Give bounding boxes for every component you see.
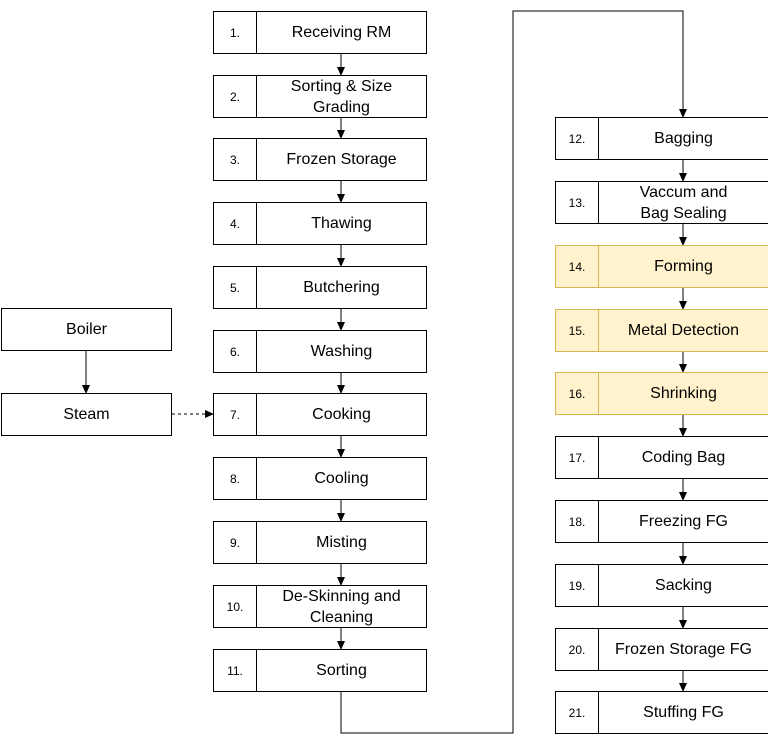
step-label: Metal Detection [627, 322, 740, 339]
step-number: 15. [556, 310, 599, 351]
step-label: Frozen Storage FG [615, 641, 752, 658]
step-number: 3. [214, 139, 257, 180]
process-step: 3. Frozen Storage [213, 138, 427, 181]
step-label: Butchering [303, 279, 380, 296]
process-step: 9. Misting [213, 521, 427, 564]
step-label: Freezing FG [639, 513, 728, 530]
process-step: 7. Cooking [213, 393, 427, 436]
process-step: 6. Washing [213, 330, 427, 373]
step-number: 8. [214, 458, 257, 499]
step-number: 2. [214, 76, 257, 117]
step-number: 5. [214, 267, 257, 308]
step-number: 12. [556, 118, 599, 159]
step-label: Shrinking [650, 385, 717, 402]
step-label: Cooking [312, 406, 371, 423]
step-label: Cooling [314, 470, 369, 487]
step-label: Bagging [654, 130, 713, 147]
step-number: 20. [556, 629, 599, 670]
process-step: 8. Cooling [213, 457, 427, 500]
step-number: 13. [556, 182, 599, 223]
column-connector [340, 10, 687, 734]
process-step: 18. Freezing FG [555, 500, 768, 543]
step-number: 21. [556, 692, 599, 733]
process-step: 20. Frozen Storage FG [555, 628, 768, 671]
step-label: De-Skinning and Cleaning [282, 587, 401, 626]
step-label: Washing [310, 343, 373, 360]
step-number: 9. [214, 522, 257, 563]
step-label: Receiving RM [291, 24, 392, 41]
process-step: 1. Receiving RM [213, 11, 427, 54]
step-number: 7. [214, 394, 257, 435]
step-number: 16. [556, 373, 599, 414]
process-step: 10. De-Skinning and Cleaning [213, 585, 427, 628]
step-number: 11. [214, 650, 257, 691]
process-step: 4. Thawing [213, 202, 427, 245]
process-step: 2. Sorting & Size Grading [213, 75, 427, 118]
process-step: 11. Sorting [213, 649, 427, 692]
steam-label: Steam [63, 405, 110, 423]
step-label: Stuffing FG [643, 704, 724, 721]
step-label: Sacking [655, 577, 712, 594]
step-label: Sorting & Size Grading [290, 77, 393, 116]
process-step: 14. Forming [555, 245, 768, 288]
step-number: 18. [556, 501, 599, 542]
step-number: 19. [556, 565, 599, 606]
step-label: Vaccum and Bag Sealing [639, 183, 728, 222]
step-number: 17. [556, 437, 599, 478]
step-number: 10. [214, 586, 257, 627]
step-label: Sorting [316, 662, 367, 679]
step-number: 4. [214, 203, 257, 244]
boiler-box: Boiler [1, 308, 172, 351]
process-step: 5. Butchering [213, 266, 427, 309]
process-step: 16. Shrinking [555, 372, 768, 415]
step-number: 6. [214, 331, 257, 372]
step-label: Forming [654, 258, 713, 275]
process-step: 13. Vaccum and Bag Sealing [555, 181, 768, 224]
process-step: 21. Stuffing FG [555, 691, 768, 734]
step-label: Coding Bag [641, 449, 726, 466]
steam-box: Steam [1, 393, 172, 436]
step-label: Frozen Storage [286, 151, 397, 168]
step-number: 1. [214, 12, 257, 53]
step-label: Misting [316, 534, 367, 551]
boiler-label: Boiler [66, 320, 107, 338]
process-step: 17. Coding Bag [555, 436, 768, 479]
process-step: 19. Sacking [555, 564, 768, 607]
step-label: Thawing [311, 215, 372, 232]
process-step: 15. Metal Detection [555, 309, 768, 352]
process-step: 12. Bagging [555, 117, 768, 160]
step-number: 14. [556, 246, 599, 287]
